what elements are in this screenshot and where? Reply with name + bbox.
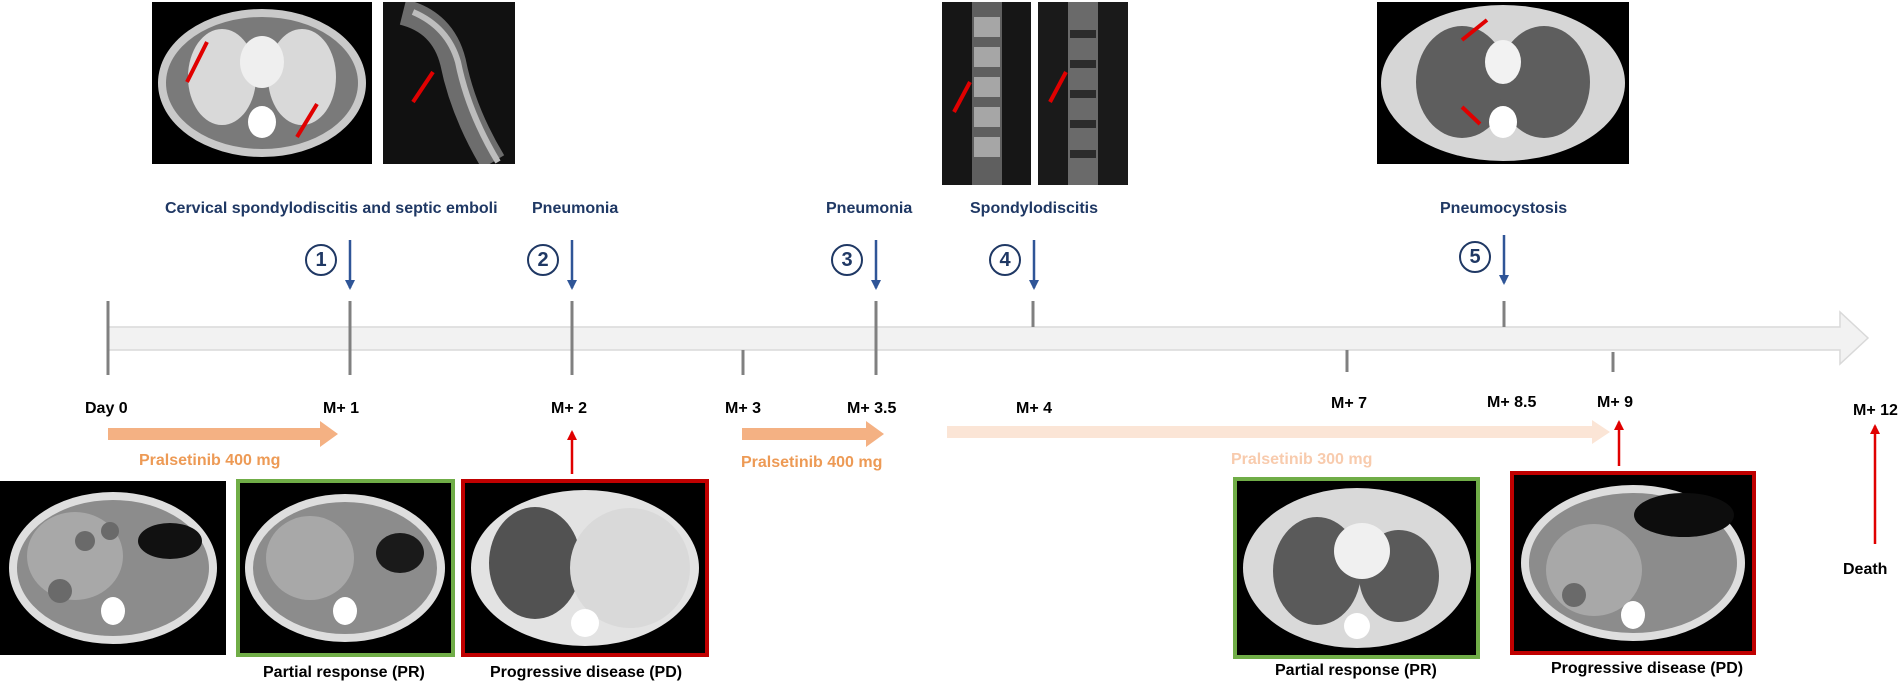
timepoint-label-m4: M+ 4 bbox=[1016, 400, 1053, 417]
ct-abdomen-axial-scan-pd-m9 bbox=[1510, 471, 1756, 655]
event-number-1: 1 bbox=[305, 244, 337, 276]
timepoint-label-m3-5: M+ 3.5 bbox=[847, 400, 897, 417]
response-label-pr-m1: Partial response (PR) bbox=[263, 664, 425, 681]
ct-abdomen-axial-scan-pr bbox=[236, 479, 455, 657]
treatment-label-2: Pralsetinib 400 mg bbox=[741, 454, 883, 471]
event-number-5: 5 bbox=[1459, 241, 1491, 273]
treatment-label-3: Pralsetinib 300 mg bbox=[1231, 451, 1373, 468]
timepoint-label-m8-5: M+ 8.5 bbox=[1487, 394, 1537, 411]
ct-chest-axial-scan-icon bbox=[158, 9, 366, 157]
timeline-ticks bbox=[106, 301, 1615, 375]
ct-abdomen-axial-scan-icon bbox=[1514, 475, 1752, 651]
event-label-3: Pneumonia bbox=[826, 200, 913, 217]
treatment-bar-2 bbox=[742, 421, 884, 447]
timepoint-label-m9: M+ 9 bbox=[1597, 394, 1634, 411]
ct-abdomen-axial-scan-icon bbox=[0, 481, 226, 655]
event-number-3: 3 bbox=[831, 244, 863, 276]
event-label-1: Cervical spondylodiscitis and septic emb… bbox=[165, 200, 498, 217]
mri-lumbar-sagittal-scan-event4b bbox=[1038, 2, 1128, 185]
event-number-4: 4 bbox=[989, 244, 1021, 276]
ct-chest-axial-scan-pr-m7 bbox=[1233, 477, 1480, 659]
ct-chest-axial-scan-icon bbox=[1237, 481, 1476, 655]
event-label-5: Pneumocystosis bbox=[1440, 200, 1568, 217]
response-label-pd-m9: Progressive disease (PD) bbox=[1551, 660, 1744, 677]
mri-lumbar-sagittal-scan-icon bbox=[942, 2, 1031, 185]
ct-chest-axial-scan-icon bbox=[1377, 2, 1629, 164]
event-label-2: Pneumonia bbox=[532, 200, 619, 217]
ct-chest-axial-scan-event1 bbox=[152, 2, 372, 164]
timepoint-label-m1: M+ 1 bbox=[323, 400, 360, 417]
ct-chest-axial-scan-event5 bbox=[1377, 2, 1629, 164]
timepoint-label-m7: M+ 7 bbox=[1331, 395, 1368, 412]
treatment-label-1: Pralsetinib 400 mg bbox=[139, 452, 281, 469]
event-number-2: 2 bbox=[527, 244, 559, 276]
mri-cervical-sagittal-scan-event1 bbox=[383, 2, 515, 164]
outcome-death-label: Death bbox=[1843, 561, 1888, 578]
timepoint-label-m3: M+ 3 bbox=[725, 400, 762, 417]
ct-abdomen-axial-scan-icon bbox=[240, 483, 451, 653]
ct-chest-axial-scan-icon bbox=[465, 483, 705, 653]
treatment-bar-1 bbox=[108, 421, 338, 447]
event-label-4: Spondylodiscitis bbox=[970, 200, 1099, 217]
mri-cervical-sagittal-scan-icon bbox=[383, 2, 515, 164]
mri-lumbar-sagittal-scan-icon bbox=[1038, 2, 1128, 185]
ct-chest-axial-scan-pd-m2 bbox=[461, 479, 709, 657]
response-label-pd-m2: Progressive disease (PD) bbox=[490, 664, 683, 681]
mri-lumbar-sagittal-scan-event4a bbox=[942, 2, 1031, 185]
ct-abdomen-axial-scan-baseline bbox=[0, 481, 226, 655]
timeline-arrow bbox=[107, 310, 1870, 366]
timepoint-label-m12: M+ 12 bbox=[1853, 402, 1898, 419]
timepoint-label-m2: M+ 2 bbox=[551, 400, 588, 417]
treatment-bar-3 bbox=[947, 420, 1610, 444]
response-label-pr-m7: Partial response (PR) bbox=[1275, 662, 1437, 679]
timepoint-label-day0: Day 0 bbox=[85, 400, 128, 417]
